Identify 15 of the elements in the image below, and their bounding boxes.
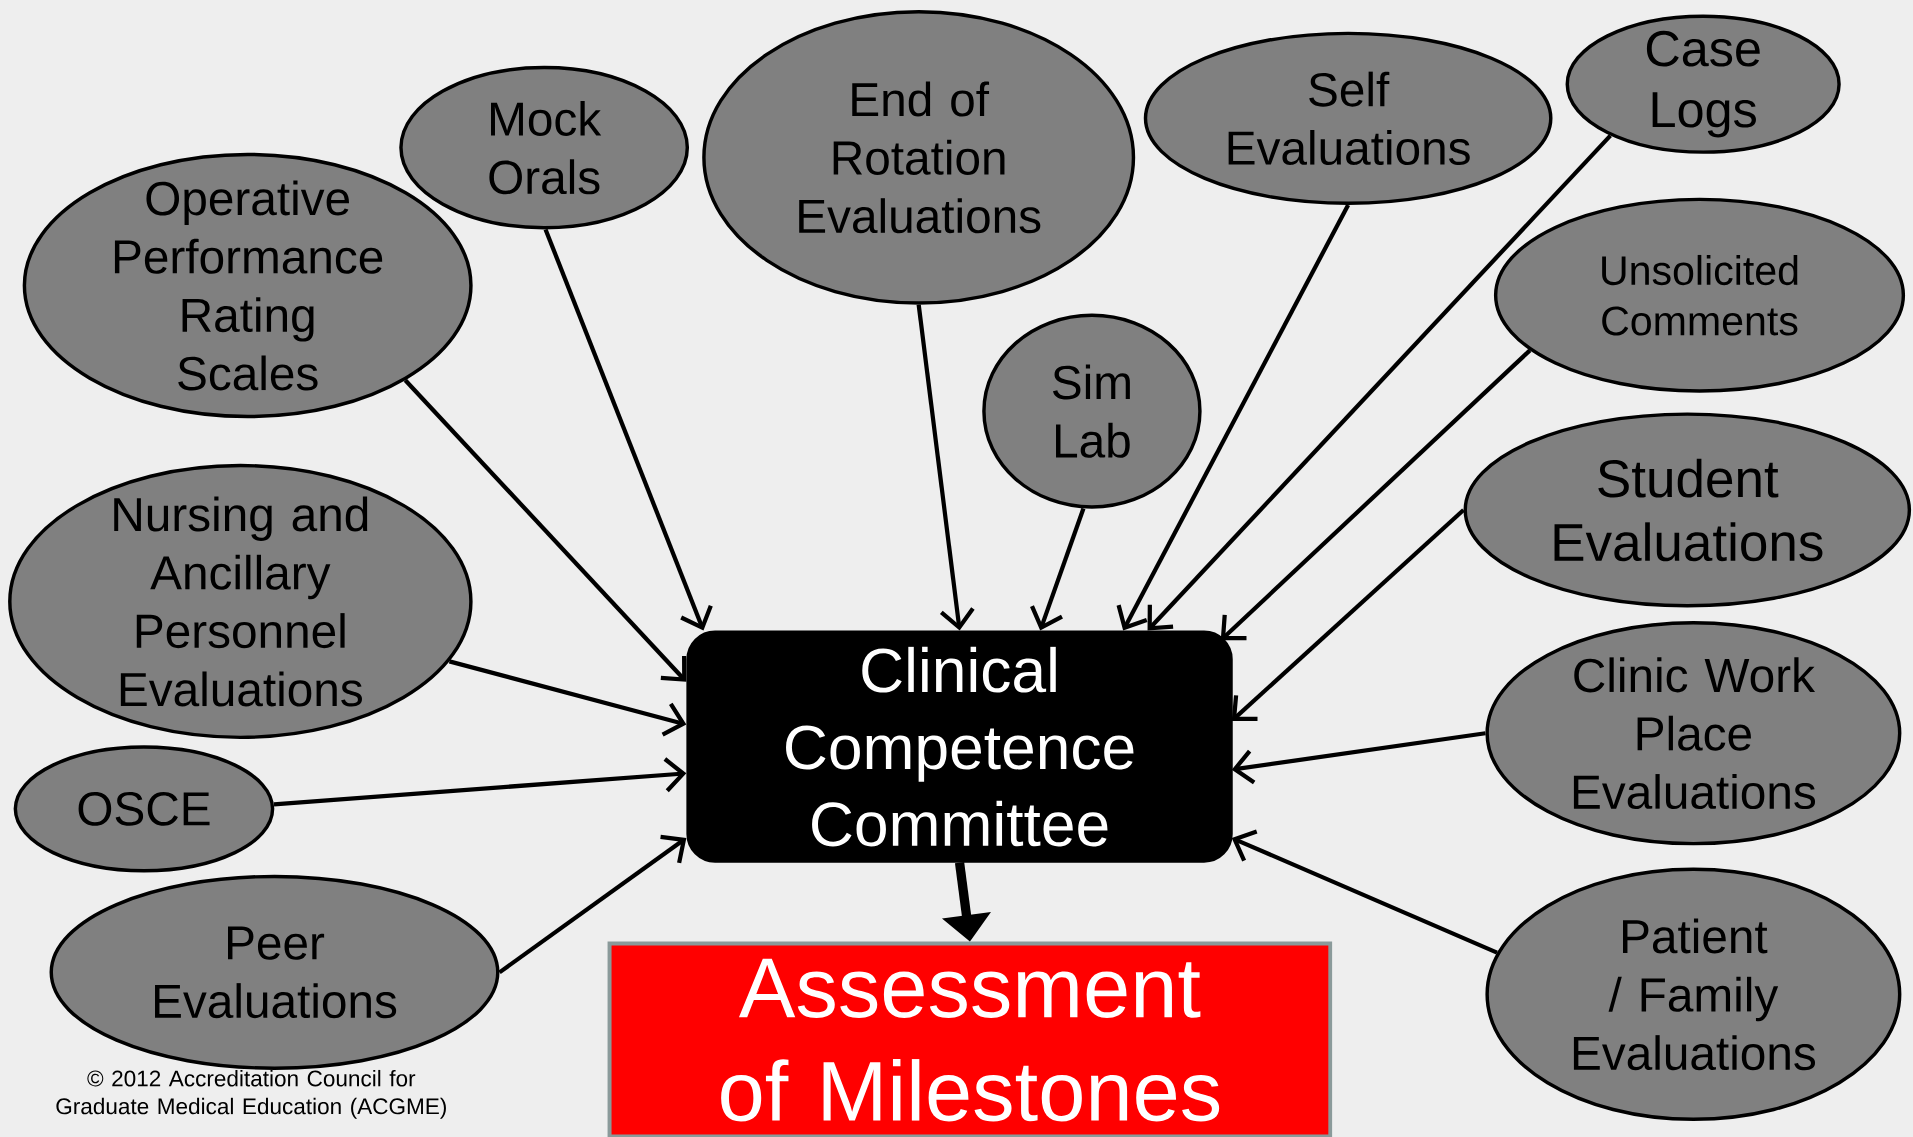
arrow <box>403 378 687 682</box>
arrow <box>916 304 975 631</box>
arrow <box>498 834 687 975</box>
arrow <box>1231 731 1486 785</box>
arrow <box>448 659 687 737</box>
arrow <box>1220 348 1532 641</box>
committee-box: Clinical Competence Committee <box>686 630 1233 863</box>
arrow <box>1231 829 1498 955</box>
arrow <box>1147 134 1612 631</box>
arrow <box>273 757 687 807</box>
arrow <box>543 228 713 631</box>
arrow <box>1116 204 1350 631</box>
arrow <box>1231 508 1465 722</box>
arrow <box>1030 507 1086 631</box>
result-box: Assessment of Milestones <box>607 941 1333 1137</box>
